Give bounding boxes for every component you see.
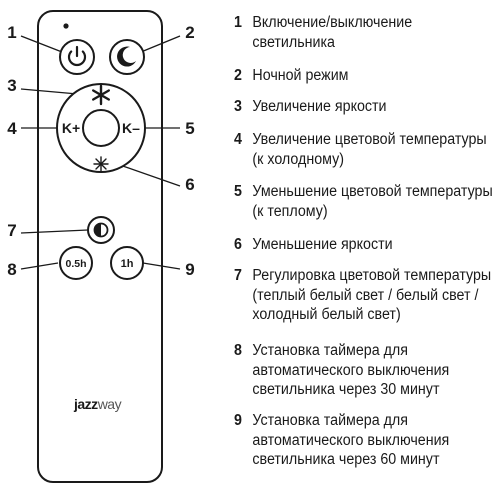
color-temp-down-button[interactable]: K–: [122, 120, 140, 136]
night-mode-button[interactable]: [109, 39, 145, 75]
legend-text: Уменьшение яркости: [252, 236, 393, 253]
callout-2: 2: [185, 23, 194, 42]
callout-5: 5: [185, 119, 194, 138]
legend-number: 3: [234, 98, 242, 115]
power-icon: [67, 50, 87, 67]
legend-text: Уменьшение цветовой температуры (к тепло…: [252, 183, 493, 220]
legend-text: Установка таймера для автоматического вы…: [252, 342, 450, 398]
legend-text: Включение/выключение светильника: [252, 14, 413, 51]
legend-number: 9: [234, 412, 242, 429]
callout-3: 3: [7, 76, 16, 95]
timer-60-label: 1h: [121, 258, 134, 270]
center-button[interactable]: [82, 109, 120, 147]
leader-line-9: [142, 262, 181, 270]
power-button[interactable]: [59, 39, 95, 75]
legend-text: Регулировка цветовой температуры (теплый…: [252, 267, 492, 323]
legend-text: Ночной режим: [252, 67, 349, 84]
leader-line-8: [20, 262, 59, 270]
callout-1: 1: [7, 23, 16, 42]
brand-logo-part2: way: [97, 396, 122, 412]
legend-text: Увеличение яркости: [252, 98, 387, 115]
leader-line-6: [116, 163, 181, 187]
legend-number: 8: [234, 342, 242, 359]
timer-60-button[interactable]: 1h: [110, 246, 144, 280]
legend-number: 2: [234, 67, 242, 84]
brand-logo: jazzway: [74, 396, 122, 412]
timer-30-button[interactable]: 0.5h: [59, 246, 93, 280]
moon-icon: [117, 46, 136, 67]
callout-9: 9: [185, 260, 194, 279]
callout-8: 8: [7, 260, 16, 279]
color-temp-cycle-button[interactable]: [87, 216, 115, 244]
legend-number: 7: [234, 267, 242, 284]
brand-logo-part1: jazz: [74, 396, 98, 412]
brightness-up-icon[interactable]: [91, 84, 111, 106]
legend-number: 6: [234, 236, 242, 253]
legend-text: Увеличение цветовой температуры (к холод…: [252, 131, 487, 168]
color-temp-up-button[interactable]: K+: [62, 120, 80, 136]
leader-line-1: [20, 35, 63, 53]
legend-number: 4: [234, 131, 242, 148]
status-led: [63, 23, 69, 29]
callout-4: 4: [7, 119, 17, 138]
legend-number: 1: [234, 14, 242, 31]
brightness-down-icon[interactable]: [93, 156, 109, 172]
callout-6: 6: [185, 175, 194, 194]
legend-number: 5: [234, 183, 242, 200]
leader-line-2: [140, 35, 181, 53]
legend-text: Установка таймера для автоматического вы…: [252, 412, 450, 468]
leader-line-7: [20, 229, 89, 234]
timer-30-label: 0.5h: [65, 258, 86, 270]
callout-7: 7: [7, 221, 16, 240]
